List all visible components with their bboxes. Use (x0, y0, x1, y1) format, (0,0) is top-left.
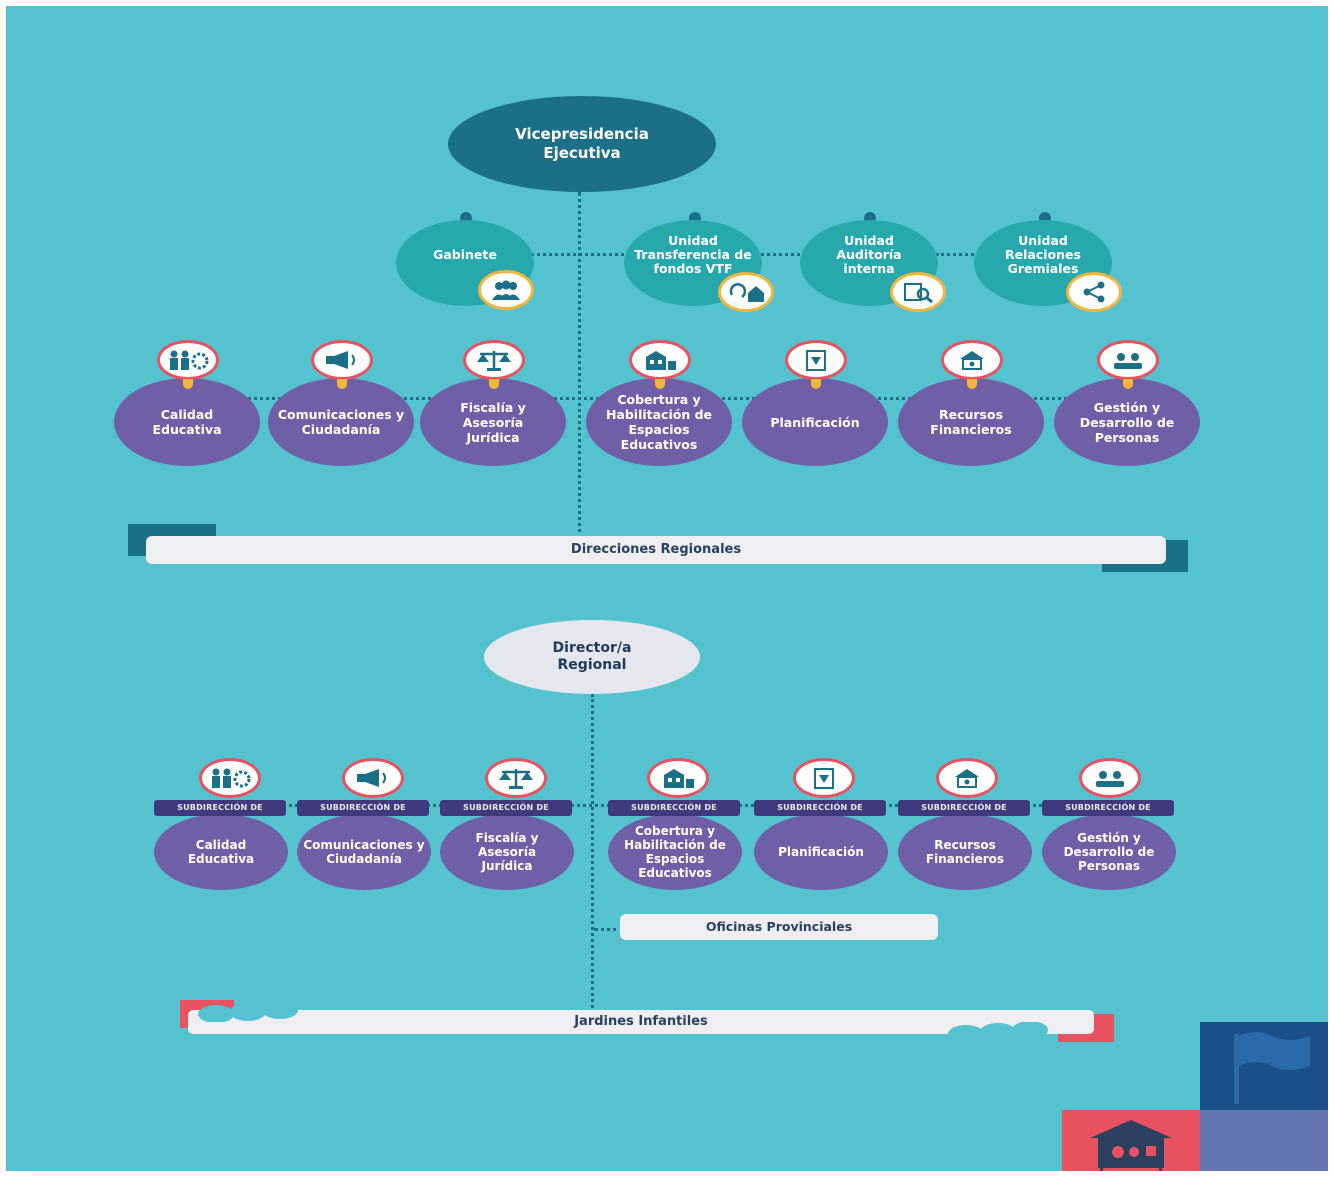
purple-tile (1200, 1110, 1328, 1171)
direcciones-regionales-label: Direcciones Regionales (570, 542, 742, 557)
people-development-icon (1079, 758, 1141, 798)
unit-label: Unidad Transferencia de fondos VTF (634, 233, 752, 276)
subdireccion-node: Fiscalía y Asesoría Jurídica (440, 814, 574, 890)
flag-tile (1200, 1022, 1328, 1110)
department-node: Planificación (742, 378, 888, 466)
subdireccion-node: Cobertura y Habilitación de Espacios Edu… (608, 814, 742, 890)
director-regional-label: Director/a Regional (552, 640, 632, 673)
department-node: Fiscalía y Asesoría Jurídica (420, 378, 566, 466)
scales-icon (463, 340, 525, 389)
children-gear-icon (157, 340, 219, 389)
subdireccion-tab: SUBDIRECCIÓN DE (898, 800, 1030, 816)
department-label: Fiscalía y Asesoría Jurídica (460, 399, 526, 445)
transfer-house-icon (718, 272, 774, 312)
audit-search-icon (890, 272, 946, 312)
school-tile (1062, 1110, 1200, 1171)
wave-decoration (198, 1002, 298, 1022)
flag-icon (1234, 1032, 1310, 1104)
oficinas-provinciales-label: Oficinas Provinciales (705, 919, 853, 934)
department-label: Recursos Financieros (930, 407, 1012, 437)
scales-icon (485, 758, 547, 798)
money-house-icon (941, 340, 1003, 389)
subdireccion-tab: SUBDIRECCIÓN DE (754, 800, 886, 816)
subdireccion-tab: SUBDIRECCIÓN DE (608, 800, 740, 816)
subdireccion-node: Calidad Educativa (154, 814, 288, 890)
subdireccion-label: Recursos Financieros (925, 838, 1005, 866)
subdireccion-label: Cobertura y Habilitación de Espacios Edu… (624, 824, 726, 880)
money-house-icon (936, 758, 998, 798)
director-regional-node: Director/a Regional (484, 620, 700, 694)
wave-decoration (948, 1022, 1048, 1042)
department-label: Cobertura y Habilitación de Espacios Edu… (605, 392, 713, 452)
department-node: Recursos Financieros (898, 378, 1044, 466)
building-icon (629, 340, 691, 389)
connector-line (526, 253, 636, 256)
department-label: Planificación (770, 414, 860, 430)
unit-label: Gabinete (433, 247, 497, 262)
clipboard-icon (793, 758, 855, 798)
building-icon (647, 758, 709, 798)
subdireccion-node: Comunicaciones y Ciudadanía (297, 814, 431, 890)
jardines-infantiles-label: Jardines Infantiles (574, 1014, 708, 1029)
department-node: Comunicaciones y Ciudadanía (268, 378, 414, 466)
subdireccion-tab: SUBDIRECCIÓN DE (297, 800, 429, 816)
subdireccion-node: Planificación (754, 814, 888, 890)
connector-line (578, 192, 581, 540)
oficinas-provinciales-bar: Oficinas Provinciales (620, 914, 938, 940)
school-house-icon (1090, 1120, 1172, 1171)
subdireccion-label: Calidad Educativa (187, 838, 255, 866)
jardines-infantiles-bar: Jardines Infantiles (188, 1010, 1094, 1034)
subdireccion-tab: SUBDIRECCIÓN DE (154, 800, 286, 816)
unit-label: Unidad Auditoría interna (836, 233, 902, 276)
department-node: Calidad Educativa (114, 378, 260, 466)
connector-line (936, 253, 986, 256)
connector-line (591, 694, 594, 1014)
department-label: Gestión y Desarrollo de Personas (1079, 399, 1175, 445)
people-development-icon (1097, 340, 1159, 389)
subdireccion-tab: SUBDIRECCIÓN DE (1042, 800, 1174, 816)
subdireccion-label: Gestión y Desarrollo de Personas (1063, 831, 1155, 873)
subdireccion-node: Gestión y Desarrollo de Personas (1042, 814, 1176, 890)
department-node: Gestión y Desarrollo de Personas (1054, 378, 1200, 466)
children-gear-icon (199, 758, 261, 798)
subdireccion-node: Recursos Financieros (898, 814, 1032, 890)
subdireccion-label: Comunicaciones y Ciudadanía (303, 838, 425, 866)
people-group-icon (478, 270, 534, 310)
subdireccion-label: Planificación (778, 845, 864, 859)
department-node: Cobertura y Habilitación de Espacios Edu… (586, 378, 732, 466)
subdireccion-label: Fiscalía y Asesoría Jurídica (475, 831, 539, 873)
connector-line (594, 928, 624, 931)
clipboard-icon (785, 340, 847, 389)
megaphone-icon (311, 340, 373, 389)
connector-line (756, 253, 806, 256)
direcciones-regionales-bar: Direcciones Regionales (146, 536, 1166, 564)
department-label: Comunicaciones y Ciudadanía (277, 407, 405, 437)
unit-label: Unidad Relaciones Gremiales (1005, 233, 1081, 276)
network-share-icon (1066, 272, 1122, 312)
org-chart: Vicepresidencia Ejecutiva Gabinete Unida… (6, 6, 1328, 1171)
vicepresidencia-node: Vicepresidencia Ejecutiva (448, 96, 716, 192)
vicepresidencia-label: Vicepresidencia Ejecutiva (515, 125, 649, 162)
subdireccion-tab: SUBDIRECCIÓN DE (440, 800, 572, 816)
megaphone-icon (342, 758, 404, 798)
department-label: Calidad Educativa (152, 407, 222, 437)
